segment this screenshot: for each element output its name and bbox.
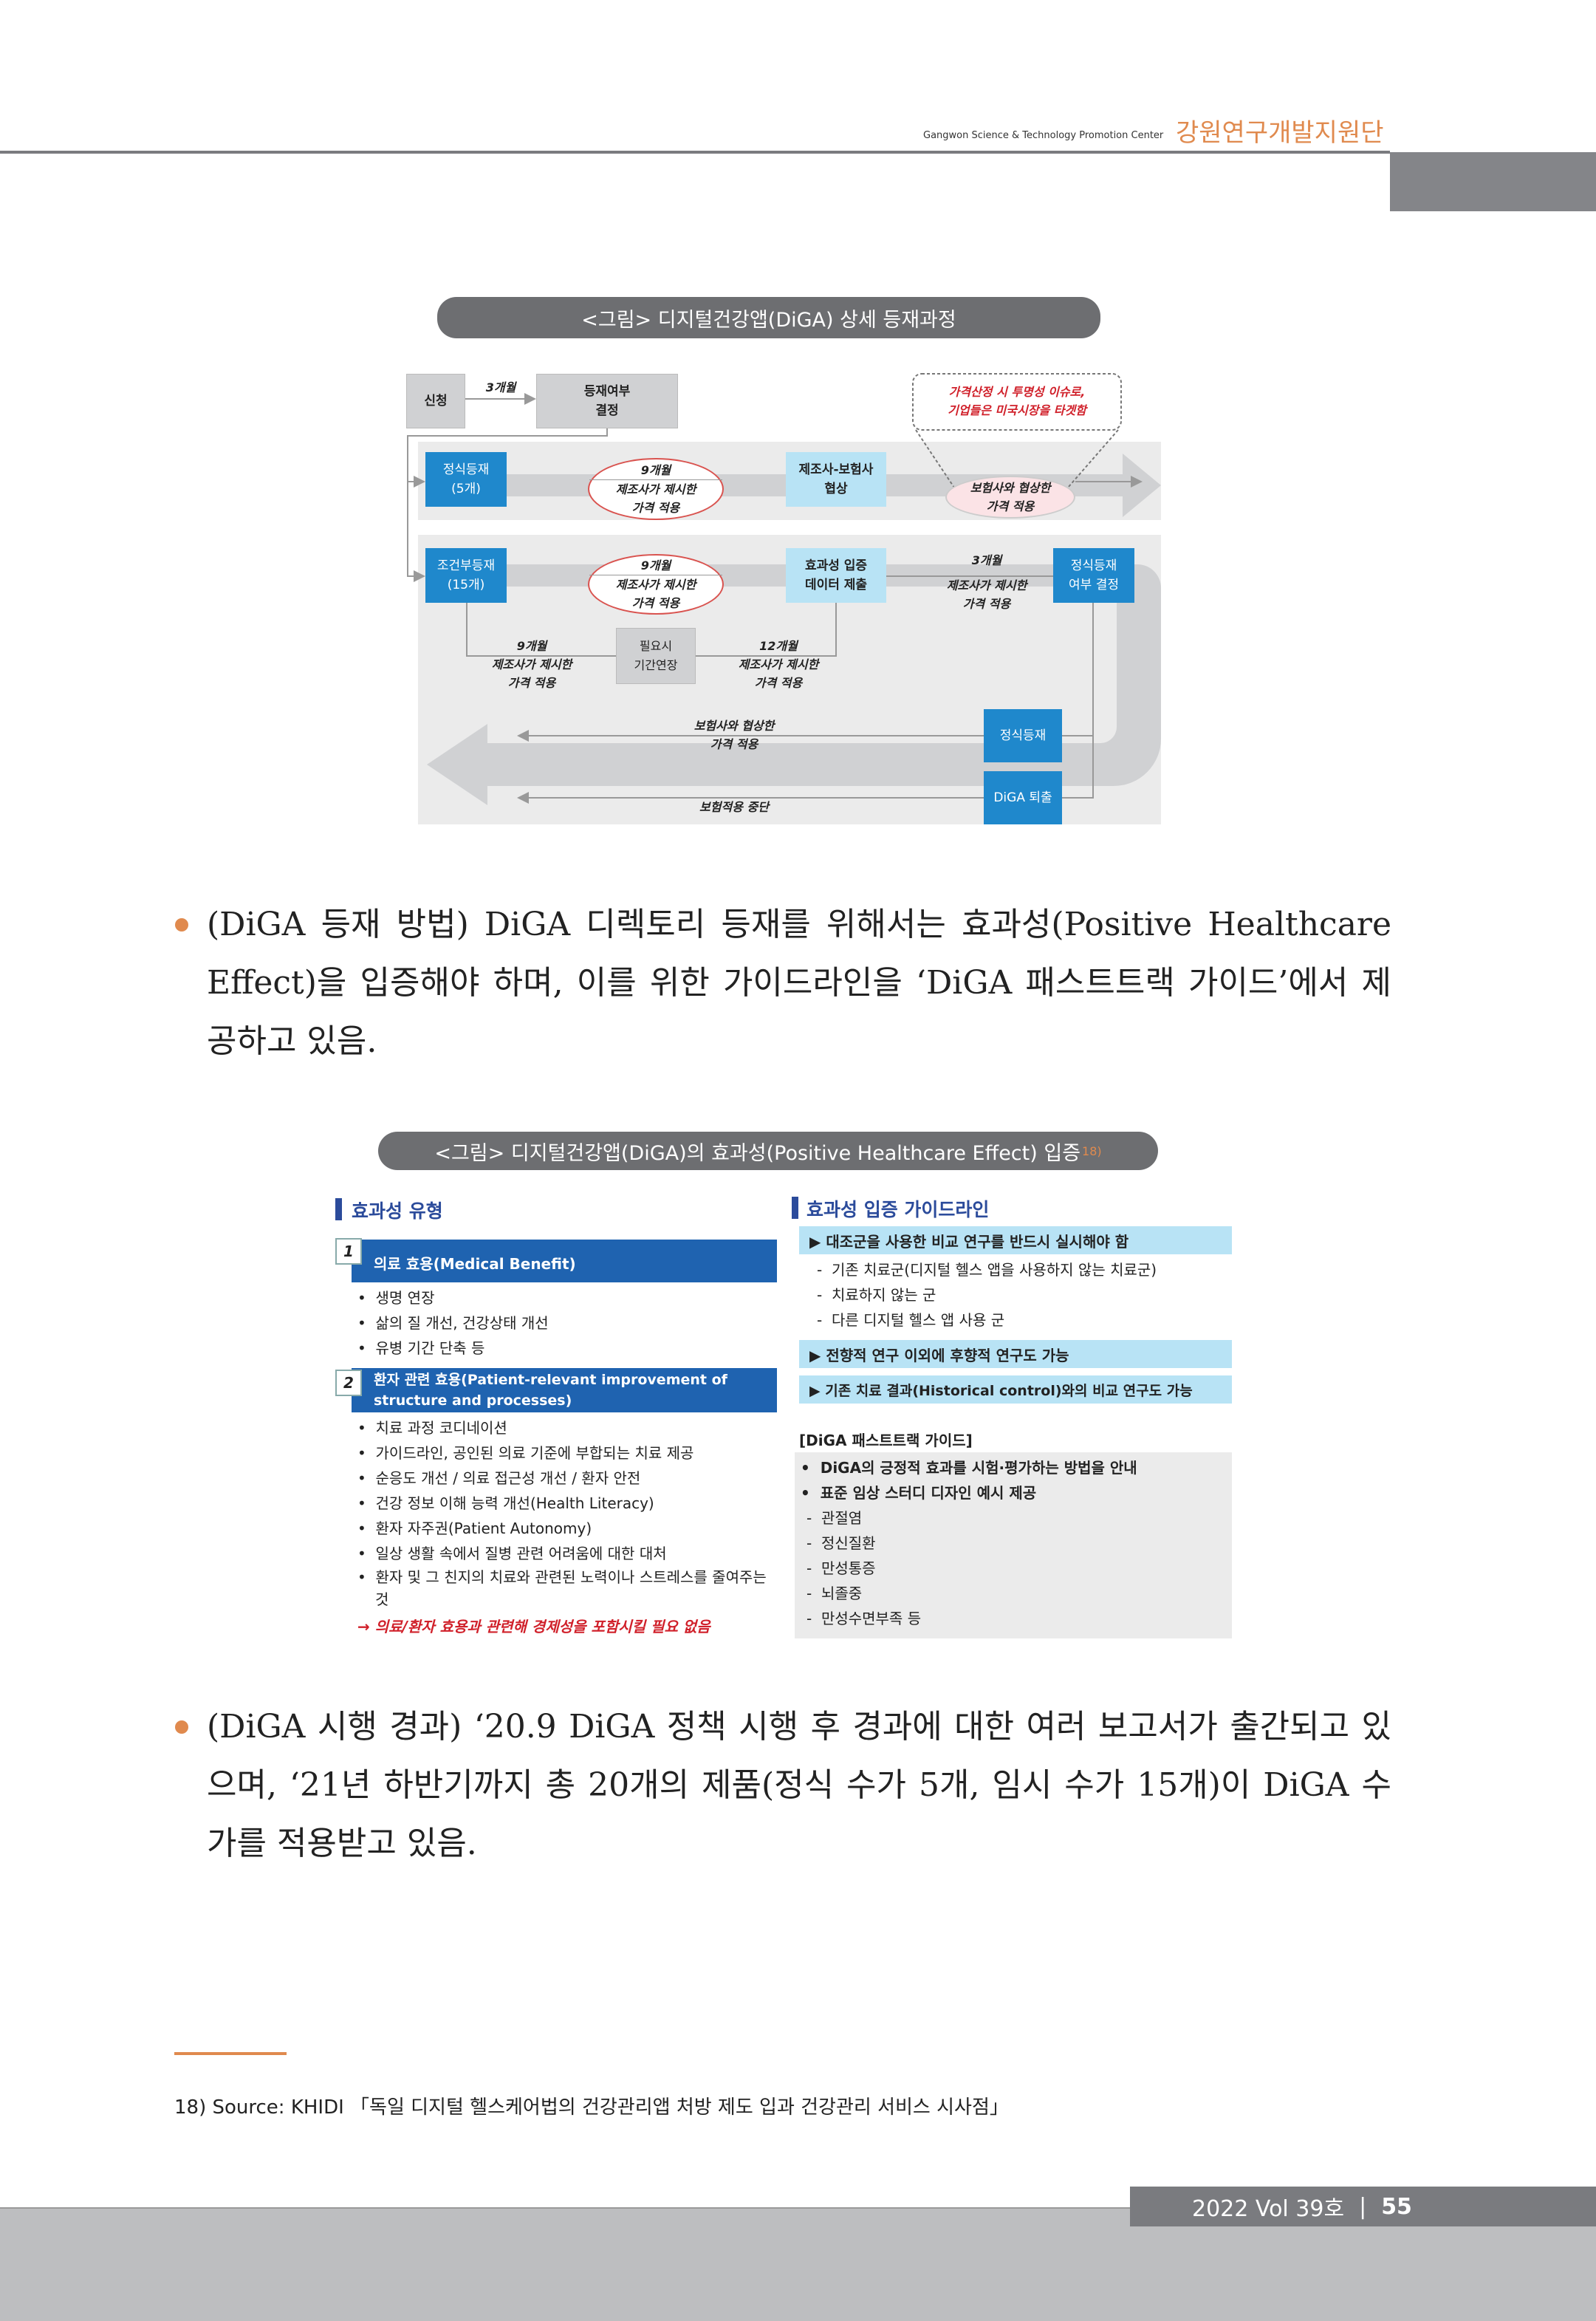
figure1-diagram-lines [407, 373, 1161, 824]
list-item: - 만성통증 [806, 1559, 876, 1577]
economics-note: → 의료/환자 효용과 관련해 경제성을 포함시킬 필요 없음 [357, 1618, 710, 1635]
guideline-3: ▶ 기존 치료 결과(Historical control)와의 비교 연구도 … [799, 1375, 1232, 1404]
conditional-listing-box: 조건부등재 (15개) [425, 548, 507, 603]
ellipse-body: 제조사가 제시한 가격 적용 [615, 578, 696, 610]
fasttrack-box: • DiGA의 긍정적 효과를 시험·평가하는 방법을 안내 • 표준 임상 스… [795, 1452, 1232, 1638]
three-months-label: 3개월 [485, 380, 516, 394]
twelve-months-label: 12개월 제조사가 제시한 가격 적용 [738, 639, 819, 690]
formal-decision-box: 정식등재 여부 결정 [1053, 548, 1134, 603]
type1-bar: 의료 효용(Medical Benefit) [352, 1240, 777, 1282]
figure2-title: <그림> 디지털건강앱(DiGA)의 효과성(Positive Healthca… [378, 1132, 1158, 1170]
guideline-2: ▶ 전향적 연구 이외에 후향적 연구도 가능 [799, 1340, 1232, 1368]
negotiated-price-label: 보험사와 협상한 가격 적용 [693, 719, 775, 751]
list-item: • 건강 정보 이해 능력 개선(Health Literacy) [357, 1494, 654, 1512]
bullet-icon [175, 918, 188, 932]
diga-exit-box: DiGA 퇴출 [984, 771, 1062, 824]
org-korean-name: 강원연구개발지원단 [1176, 118, 1384, 148]
list-item: - 관절염 [806, 1509, 863, 1527]
list-item: • DiGA의 긍정적 효과를 시험·평가하는 방법을 안내 [801, 1459, 1137, 1477]
page-number: 55 [1381, 2193, 1412, 2220]
type1-number: 1 [335, 1238, 362, 1265]
formal-listing-box: 정식등재 (5개) [425, 452, 507, 507]
type1-label: 의료 효용(Medical Benefit) [374, 1255, 576, 1273]
list-item: - 뇌졸중 [806, 1585, 863, 1602]
three-months-mid-body: 제조사가 제시한 가격 적용 [946, 578, 1027, 611]
figure1-title: <그림> 디지털건강앱(DiGA) 상세 등재과정 [437, 297, 1100, 338]
negotiation-box: 제조사-보험사 협상 [786, 452, 886, 507]
list-item: - 만성수면부족 등 [806, 1610, 922, 1627]
heading-bar [792, 1197, 798, 1219]
type2-bar: 환자 관련 효용(Patient-relevant improvement of… [352, 1368, 777, 1412]
type2-number: 2 [335, 1370, 362, 1396]
issue-label: 2022 Vol 39호 [1192, 2196, 1345, 2222]
figure2-title-text: <그림> 디지털건강앱(DiGA)의 효과성(Positive Healthca… [434, 1141, 1081, 1165]
bullet-icon [175, 1720, 188, 1734]
type2-label: 환자 관련 효용(Patient-relevant improvement of… [374, 1372, 727, 1409]
list-item: • 가이드라인, 공인된 의료 기준에 부합되는 치료 제공 [357, 1444, 694, 1462]
heading-bar [335, 1198, 342, 1220]
org-english-name: Gangwon Science & Technology Promotion C… [923, 130, 1164, 141]
list-item: - 정신질환 [806, 1534, 876, 1552]
paragraph-diga-progress: (DiGA 시행 경과) ‘20.9 DiGA 정책 시행 후 경과에 대한 여… [207, 1708, 1391, 1862]
type1-list: • 생명 연장 • 삶의 질 개선, 건강상태 개선 • 유병 기간 단축 등 [357, 1285, 549, 1361]
fasttrack-title: [DiGA 패스트트랙 가이드] [799, 1432, 973, 1449]
extension-box: 필요시 기간연장 [616, 628, 696, 684]
list-item: • 치료 과정 코디네이션 [357, 1419, 507, 1437]
formal-final-box: 정식등재 [984, 709, 1062, 762]
return-arrow [427, 564, 1161, 805]
header-block [1390, 152, 1596, 211]
list-item: • 유병 기간 단축 등 [357, 1339, 485, 1357]
ellipse-text: 보험사와 협상한 가격 적용 [970, 481, 1051, 513]
list-item: • 표준 임상 스터디 디자인 예시 제공 [801, 1484, 1037, 1502]
footnote-rule [174, 2052, 287, 2055]
evidence-box: 효과성 입증 데이터 제출 [786, 548, 886, 603]
apply-box: 신청 [406, 374, 465, 428]
guideline-1-list: - 기존 치료군(디지털 헬스 앱을 사용하지 않는 치료군) - 치료하지 않… [817, 1257, 1157, 1333]
list-item: - 다른 디지털 헬스 앱 사용 군 [817, 1311, 1005, 1329]
list-item: - 치료하지 않는 군 [817, 1286, 936, 1304]
ellipse-body: 제조사가 제시한 가격 적용 [615, 482, 696, 515]
insurance-stop-label: 보험적용 중단 [699, 800, 769, 814]
list-item: • 삶의 질 개선, 건강상태 개선 [357, 1314, 549, 1332]
header-rule [0, 151, 1390, 154]
three-months-mid: 3개월 [971, 553, 1002, 567]
footer-page-info: 2022 Vol 39호 | 55 [1130, 2187, 1596, 2226]
guideline-heading: 효과성 입증 가이드라인 [806, 1199, 990, 1220]
listing-decision-box: 등재여부 결정 [536, 374, 678, 428]
separator: | [1359, 2193, 1367, 2220]
paragraph-diga-listing: (DiGA 등재 방법) DiGA 디렉토리 등재를 위해서는 효과성(Posi… [207, 906, 1391, 1060]
list-item: • 환자 및 그 친지의 치료와 관련된 노력이나 스트레스를 줄여주는 것 [357, 1568, 767, 1608]
footnote-text: 18) Source: KHIDI 「독일 디지털 헬스케어법의 건강관리앱 처… [174, 2096, 1009, 2119]
negotiated-price-ellipse: 보험사와 협상한 가격 적용 [945, 476, 1075, 519]
ellipse-period: 9개월 [589, 461, 722, 480]
ellipse-period: 9개월 [589, 556, 722, 575]
callout-text: 가격산정 시 투명성 이슈로, 기업들은 미국시장을 타겟함 [948, 385, 1086, 417]
nine-months-label: 9개월 제조사가 제시한 가격 적용 [491, 639, 572, 690]
type2-list: • 치료 과정 코디네이션 • 가이드라인, 공인된 의료 기준에 부합되는 치… [357, 1415, 771, 1610]
footnote-ref: 18) [1082, 1144, 1102, 1158]
list-item: • 생명 연장 [357, 1289, 435, 1307]
list-item: • 일상 생활 속에서 질병 관련 어려움에 대한 대처 [357, 1545, 667, 1562]
effect-types-heading: 효과성 유형 [352, 1200, 443, 1222]
guideline-1: ▶ 대조군을 사용한 비교 연구를 반드시 실시해야 함 [799, 1226, 1232, 1254]
list-item: - 기존 치료군(디지털 헬스 앱을 사용하지 않는 치료군) [817, 1261, 1157, 1279]
list-item: • 순응도 개선 / 의료 접근성 개선 / 환자 안전 [357, 1469, 641, 1487]
list-item: • 환자 자주권(Patient Autonomy) [357, 1520, 592, 1537]
